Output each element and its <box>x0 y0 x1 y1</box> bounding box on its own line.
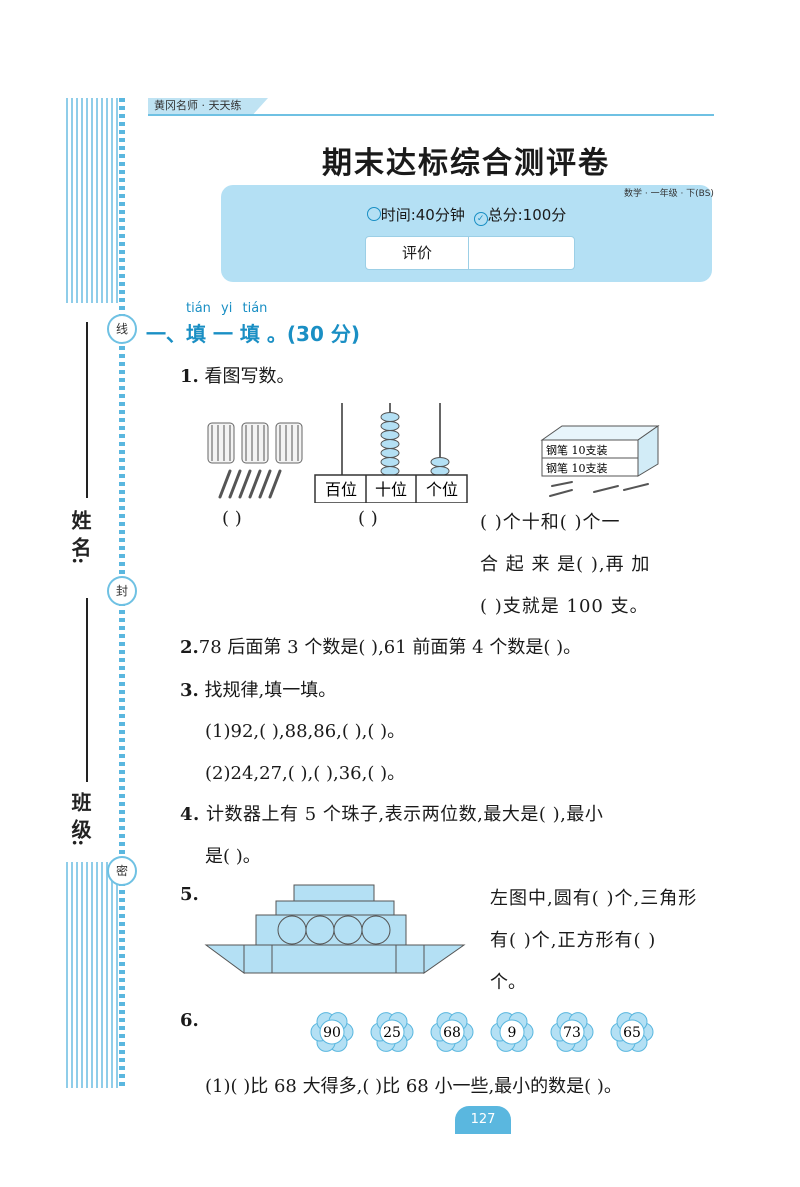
flower-value: 73 <box>563 1025 581 1041</box>
boat-shape-image <box>204 884 466 974</box>
flower-center <box>619 1019 645 1045</box>
q4-line1: 4. 计数器上有 5 个珠子,表示两位数,最大是( ),最小 <box>180 800 603 826</box>
flower-number: 90 <box>310 1012 354 1052</box>
brand-tag: 黄冈名师 · 天天练 <box>148 98 268 114</box>
q1-blank-sticks[interactable]: ( ) <box>222 508 242 529</box>
q2-text: 78 后面第 3 个数是( ),61 前面第 4 个数是( )。 <box>198 637 582 658</box>
q4-line2: 是( )。 <box>205 846 261 867</box>
flower-value: 90 <box>323 1025 341 1041</box>
evaluation-label: 评价 <box>366 237 469 269</box>
flower-number: 65 <box>610 1012 654 1052</box>
flower-number: 25 <box>370 1012 414 1052</box>
box-label-1: 钢笔 10支装 <box>546 443 608 457</box>
abacus-image: 百位 十位 个位 <box>314 403 468 503</box>
binding-stripes-top <box>66 98 118 303</box>
q6-line1: (1)( )比 68 大得多,( )比 68 小一些,最小的数是( )。 <box>205 1076 622 1097</box>
q5-line2: 有( )个,正方形有( ) <box>490 930 657 951</box>
q1-heading: 1. 看图写数。 <box>180 362 295 388</box>
flower-center <box>559 1019 585 1045</box>
stick-bundles-image <box>207 422 303 499</box>
binding-stripes-bottom <box>66 862 118 1088</box>
flower-center <box>499 1019 525 1045</box>
page-title: 期末达标综合测评卷 <box>322 146 610 181</box>
binding-mark-feng: 封 <box>107 576 137 606</box>
q6-num: 6. <box>180 1010 199 1031</box>
q5-line1: 左图中,圆有( )个,三角形 <box>490 888 698 909</box>
section-title: 一、填 一 填 。(30 分) <box>146 322 360 346</box>
pen-box-image: 钢笔 10支装 钢笔 10支装 <box>540 425 660 497</box>
clock-icon <box>366 207 381 221</box>
q1-line3: ( )支就是 100 支。 <box>480 596 649 617</box>
q3-line1: (1)92,( ),88,86,( ),( )。 <box>205 721 406 742</box>
class-write-line <box>86 598 88 782</box>
q3-number: 3. <box>180 680 199 701</box>
q1-text: 看图写数。 <box>204 366 295 387</box>
page-number: 127 <box>455 1106 511 1134</box>
q2-number: 2. <box>180 637 199 658</box>
time-text: 时间:40分钟 <box>380 206 465 224</box>
q3-line2: (2)24,27,( ),( ),36,( )。 <box>205 763 406 784</box>
flower-number: 73 <box>550 1012 594 1052</box>
class-label: 班 级: <box>68 792 92 847</box>
flower-center <box>439 1019 465 1045</box>
subject-label: 数学 · 一年级 · 下(BS) <box>624 189 714 199</box>
abacus-label-hundreds: 百位 <box>325 480 357 499</box>
q3-heading: 3. 找规律,填一填。 <box>180 676 336 702</box>
section-pinyin: tián yi tián <box>186 301 268 316</box>
flower-value: 9 <box>508 1025 517 1041</box>
flower-number: 9 <box>490 1012 534 1052</box>
box-label-2: 钢笔 10支装 <box>546 461 608 475</box>
evaluation-box: 评价 <box>365 236 575 270</box>
q2: 2.78 后面第 3 个数是( ),61 前面第 4 个数是( )。 <box>180 633 581 659</box>
abacus-label-ones: 个位 <box>426 480 458 499</box>
flower-center <box>319 1019 345 1045</box>
check-icon: ✓ <box>473 212 488 226</box>
q1-line1: ( )个十和( )个一 <box>480 512 621 533</box>
flower-center <box>379 1019 405 1045</box>
name-label: 姓 名: <box>68 510 92 565</box>
q5-number: 5. <box>180 884 199 905</box>
binding-mark-xian: 线 <box>107 314 137 344</box>
abacus-label-tens: 十位 <box>375 480 407 499</box>
binding-mark-mi: 密 <box>107 856 137 886</box>
time-score-line: 时间:40分钟 ✓总分:100分 <box>221 204 712 226</box>
name-write-line <box>86 322 88 498</box>
q3-text: 找规律,填一填。 <box>204 680 337 701</box>
q4-text: 计数器上有 5 个珠子,表示两位数,最大是( ),最小 <box>206 804 604 825</box>
q1-line2: 合 起 来 是( ),再 加 <box>480 554 651 575</box>
q4-number: 4. <box>180 804 200 825</box>
q5-line3: 个。 <box>490 972 526 993</box>
score-text: 总分:100分 <box>487 206 567 224</box>
q1-blank-abacus[interactable]: ( ) <box>358 508 378 529</box>
q5-num: 5. <box>180 884 199 905</box>
q1-number: 1. <box>180 366 199 387</box>
flower-value: 25 <box>383 1025 401 1041</box>
flower-value: 68 <box>443 1025 461 1041</box>
flower-number: 68 <box>430 1012 474 1052</box>
header-rule <box>148 114 714 116</box>
q6-number: 6. <box>180 1010 199 1031</box>
flower-value: 65 <box>623 1025 641 1041</box>
